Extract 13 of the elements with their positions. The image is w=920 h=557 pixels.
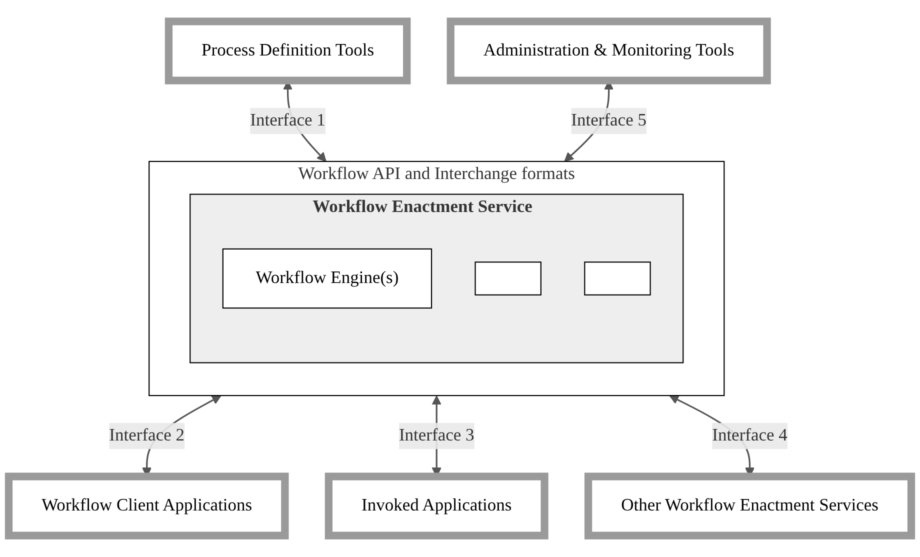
edge-label: Interface 1	[250, 111, 326, 130]
edge-label: Interface 4	[712, 426, 788, 445]
node-box: Other Workflow Enactment Services	[584, 472, 916, 540]
edge-label: Interface 3	[398, 426, 474, 445]
node-box	[474, 262, 542, 296]
edge-label: Interface 2	[109, 426, 184, 445]
node-box: Workflow Client Applications	[4, 472, 289, 540]
node-box: Invoked Applications	[324, 472, 548, 540]
node-box: Process Definition Tools	[164, 18, 411, 84]
node-box: Administration & Monitoring Tools	[446, 18, 771, 84]
node-box	[584, 262, 651, 296]
edge-label: Interface 5	[571, 111, 646, 130]
node-box: Workflow Engine(s)	[222, 248, 432, 309]
